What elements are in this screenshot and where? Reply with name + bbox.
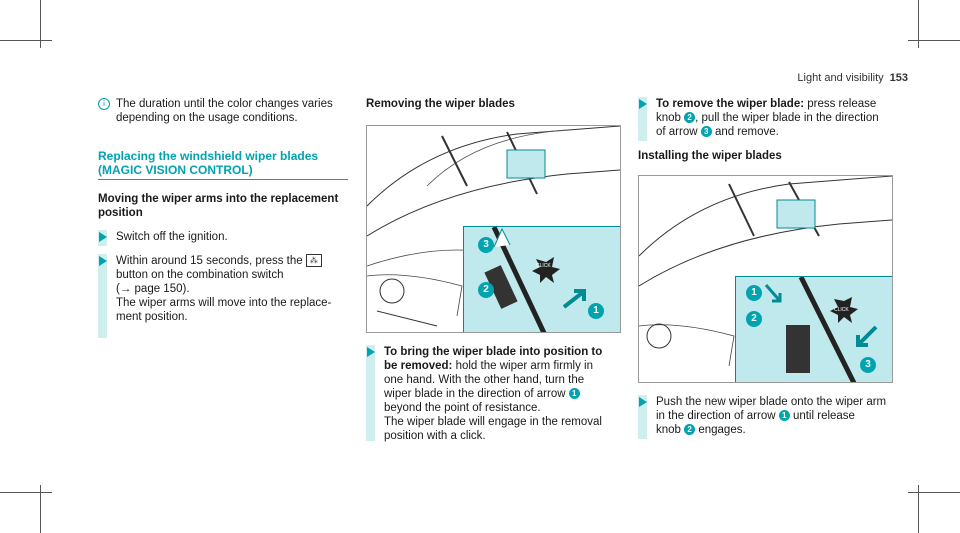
note-line: depending on the usage conditions. [116, 112, 298, 124]
crop-mark [0, 40, 52, 41]
step-text: of arrow [656, 126, 698, 138]
section-name: Light and visibility [797, 72, 884, 84]
step-text: To remove the wiper blade: [656, 98, 805, 110]
step-item: To bring the wiper blade into position t… [366, 345, 621, 443]
detail-inset: 1 2 3 CLICK [735, 275, 892, 382]
step-bar [638, 395, 647, 439]
heading-line: Moving the wiper arms into the replaceme… [98, 193, 339, 205]
crop-mark [0, 492, 52, 493]
callout-3: 3 [700, 126, 712, 138]
crop-mark [40, 0, 41, 48]
step-arrow-icon [367, 347, 375, 357]
car-front-drawing [367, 126, 620, 327]
click-label: CLICK [834, 307, 849, 313]
step-text: To bring the wiper blade into position t… [384, 346, 603, 358]
step-text: position with a click. [384, 430, 486, 442]
step-item: Within around 15 seconds, press the ⁂ bu… [98, 254, 343, 338]
callout-1: 1 [746, 285, 762, 301]
page-number: 153 [889, 72, 908, 84]
step-text: beyond the point of resistance. [384, 402, 541, 414]
step-text: engages. [695, 424, 746, 436]
section-title-line: Replacing the windshield wiper blades [98, 149, 319, 163]
heading-line: position [98, 207, 143, 219]
column-right: To remove the wiper blade: press release… [638, 97, 898, 439]
step-bar [366, 345, 375, 441]
running-header: Light and visibility 153 [797, 72, 908, 84]
step-text: The wiper arms will move into the replac… [116, 297, 332, 309]
note-line: The duration until the color changes var… [116, 98, 333, 110]
callout-3: 3 [860, 357, 876, 373]
step-text: be removed: [384, 360, 453, 372]
crop-mark [908, 492, 960, 493]
callout-2: 2 [746, 311, 762, 327]
step-text: knob [656, 424, 681, 436]
callout-1: 1 [588, 303, 604, 319]
step-text: wiper blade in the direction of arrow [384, 388, 566, 400]
crop-mark [40, 485, 41, 533]
step-text: and remove. [711, 126, 779, 138]
step-arrow-icon [639, 99, 647, 109]
car-front-drawing [639, 176, 892, 367]
click-label: CLICK [536, 263, 551, 269]
section-title-line: (MAGIC VISION CONTROL) [98, 163, 253, 177]
step-text: , pull the wiper blade in the direction [695, 112, 879, 124]
step-text: until release [789, 410, 855, 422]
crop-mark [918, 0, 919, 48]
info-icon: i [98, 98, 110, 110]
callout-1: 1 [568, 388, 580, 400]
step-text: button on the combination switch [116, 269, 284, 281]
step-text: in the direction of arrow [656, 410, 776, 422]
removal-illustration: 3 2 1 CLICK [366, 125, 621, 333]
section-rule [98, 179, 348, 180]
installation-illustration: 1 2 3 CLICK [638, 175, 893, 383]
step-arrow-icon [639, 397, 647, 407]
step-arrow-icon [99, 256, 107, 266]
subsection-heading: Installing the wiper blades [638, 150, 782, 162]
step-text: one hand. With the other hand, turn the [384, 374, 585, 386]
step-text: knob [656, 112, 681, 124]
step-text: Switch off the ignition. [116, 231, 228, 243]
wiper-button-icon: ⁂ [305, 254, 322, 268]
step-item: Push the new wiper blade onto the wiper … [638, 395, 898, 439]
note: i The duration until the color changes v… [98, 97, 343, 125]
section-title: Replacing the windshield wiper blades (M… [98, 149, 343, 177]
page-link[interactable]: (→ page 150). [116, 283, 190, 295]
callout-3: 3 [478, 237, 494, 253]
step-item: To remove the wiper blade: press release… [638, 97, 898, 141]
step-bar [638, 97, 647, 141]
step-bar [98, 254, 107, 338]
crop-mark [908, 40, 960, 41]
step-item: Switch off the ignition. [98, 230, 343, 246]
subsection-heading: Moving the wiper arms into the replaceme… [98, 192, 343, 220]
callout-2: 2 [684, 424, 696, 436]
callout-2: 2 [684, 112, 696, 124]
step-text: hold the wiper arm firmly in [452, 360, 593, 372]
detail-inset: 3 2 1 CLICK [463, 225, 620, 332]
column-left: i The duration until the color changes v… [98, 97, 348, 338]
wiper-detail-drawing [484, 225, 586, 332]
column-middle: Removing the wiper blades 3 2 1 [366, 97, 621, 442]
subsection-heading: Removing the wiper blades [366, 98, 515, 110]
wiper-detail-drawing [764, 275, 878, 382]
step-text: Push the new wiper blade onto the wiper … [656, 396, 887, 408]
step-text: Within around 15 seconds, press the [116, 255, 303, 267]
step-arrow-icon [99, 232, 107, 242]
callout-2: 2 [478, 282, 494, 298]
callout-1: 1 [778, 410, 790, 422]
step-text: press release [804, 98, 877, 110]
step-text: The wiper blade will engage in the remov… [384, 416, 602, 428]
crop-mark [918, 485, 919, 533]
step-text: ment position. [116, 311, 188, 323]
